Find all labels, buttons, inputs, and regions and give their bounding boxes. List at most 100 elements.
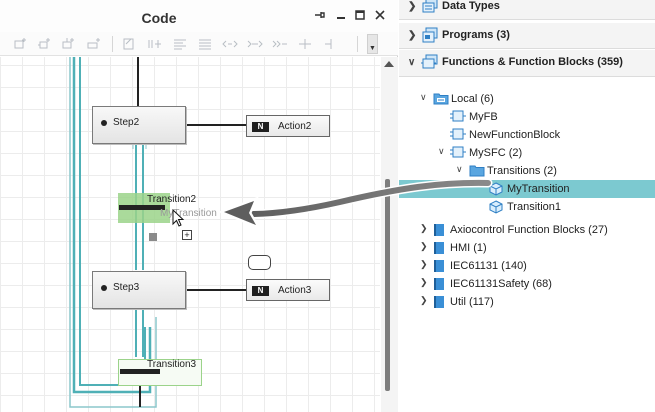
tree-node-library[interactable]: ❯ Util (117) [399,293,655,311]
function-block-icon [450,110,466,125]
toolbar-overflow-button[interactable]: ▼ [367,34,378,54]
transition-cube-icon [489,200,503,217]
split-icon[interactable] [297,36,313,52]
section-function-blocks[interactable]: ∨ Functions & Function Blocks (359) [399,50,655,77]
diagram-vertical-scrollbar[interactable] [381,57,398,412]
tree-node-mysfc[interactable]: ∨ MySFC (2) [399,144,655,162]
tree-node-label: IEC61131 (140) [450,260,527,272]
tree-node-mytransition[interactable]: MyTransition [399,180,655,198]
library-book-icon [433,259,445,276]
library-book-icon [433,277,445,294]
insert-action-icon[interactable] [121,36,137,52]
chevron-right-icon[interactable]: ❯ [420,259,428,269]
action2-label: Action2 [278,121,312,132]
step2-label: Step2 [113,117,140,128]
add-jump-icon[interactable] [86,36,102,52]
add-branch-icon[interactable] [60,36,76,52]
chevron-down-icon[interactable]: ∨ [456,164,463,174]
tree-node-label: Util (117) [450,296,494,308]
chevron-right-icon[interactable]: ❯ [408,30,417,41]
tree-node-library[interactable]: ❯ HMI (1) [399,239,655,257]
action-qualifier: N [252,286,269,296]
tree-node-library[interactable]: ❯ IEC61131Safety (68) [399,275,655,293]
distribute-icon[interactable] [197,36,213,52]
section-data-types[interactable]: ❯ Data Types [399,0,655,20]
pin-icon[interactable] [313,8,327,22]
empty-jump-shape[interactable] [248,255,271,270]
panel-title: Code [141,10,177,26]
transition2-label: Transition2 [147,194,197,205]
scrollbar-thumb[interactable] [385,179,390,391]
transition2-bar[interactable] [119,205,165,210]
drag-ghost-handle [149,233,157,241]
step3-label: Step3 [113,282,140,293]
chevron-right-icon[interactable]: ❯ [408,1,417,12]
tree-node-transitions-folder[interactable]: ∨ Transitions (2) [399,162,655,180]
section-programs[interactable]: ❯ Programs (3) [399,23,655,49]
transition3-bar[interactable] [120,369,160,374]
tree-node-label: Axiocontrol Function Blocks (27) [450,224,608,236]
tree-node-label: Transition1 [507,201,562,213]
function-block-icon [450,128,466,143]
chevron-right-icon[interactable]: ❯ [420,295,428,305]
minimize-icon[interactable] [334,8,348,22]
sfc-block-icon [450,146,466,161]
tree-node-label: Local (6) [451,93,494,105]
add-step-icon[interactable] [12,36,28,52]
drag-ghost-label: MyTransition [160,208,217,219]
tree-node-label: HMI (1) [450,242,487,254]
jump-icon[interactable] [272,36,288,52]
tree-node-library[interactable]: ❯ Axiocontrol Function Blocks (27) [399,221,655,239]
folder-icon [469,164,485,180]
section-label: Data Types [442,0,500,12]
action3-box[interactable]: N Action3 [246,279,330,301]
tree-node-label: Transitions (2) [487,165,557,177]
section-label: Functions & Function Blocks (359) [442,56,623,68]
tree-node-newfunctionblock[interactable]: NewFunctionBlock [399,126,655,144]
library-book-icon [433,223,445,240]
function-blocks-icon [421,54,439,70]
tree-node-transition1[interactable]: Transition1 [399,198,655,216]
tree-node-myfb[interactable]: MyFB [399,108,655,126]
scroll-up-arrow-icon[interactable] [384,61,394,67]
section-label: Programs (3) [442,29,510,41]
tree-node-label: IEC61131Safety (68) [450,278,552,290]
merge-icon[interactable] [322,36,338,52]
tree-node-label: MySFC (2) [469,147,523,159]
chevron-right-icon[interactable]: ❯ [420,241,428,251]
project-tree-panel: ❯ Data Types ❯ Programs (3) ∨ Functions … [399,0,655,412]
code-toolbar [0,32,398,56]
copy-plus-icon: + [182,230,192,240]
library-book-icon [433,295,445,312]
close-icon[interactable] [373,8,387,22]
programs-icon [421,27,439,43]
step-active-dot [101,285,107,291]
chevron-right-icon[interactable]: ❯ [420,277,428,287]
convert-icon[interactable] [222,36,238,52]
mouse-cursor-icon [172,209,185,227]
tree-node-library[interactable]: ❯ IEC61131 (140) [399,257,655,275]
add-transition-icon[interactable] [36,36,52,52]
maximize-icon[interactable] [353,8,367,22]
sfc-diagram-canvas[interactable]: Step2 N Action2 Transition2 MyTransition… [0,57,380,412]
align-icon[interactable] [172,36,188,52]
chevron-down-icon[interactable]: ∨ [408,57,416,68]
data-types-icon [421,0,439,14]
step-active-dot [101,120,107,126]
tree-node-local[interactable]: ∨ Local (6) [399,90,655,108]
action2-box[interactable]: N Action2 [246,115,330,137]
library-book-icon [433,241,445,258]
move-icon[interactable] [247,36,263,52]
chevron-down-icon[interactable]: ∨ [438,146,445,156]
chevron-down-icon[interactable]: ∨ [420,92,427,102]
parallel-branch-icon[interactable] [147,36,163,52]
tree-node-label: NewFunctionBlock [469,129,561,141]
tree-node-label: MyTransition [507,183,570,195]
transition3-label: Transition3 [147,359,197,370]
code-title-bar: Code [0,0,398,32]
step2-box[interactable]: Step2 [92,106,186,144]
action3-label: Action3 [278,285,312,296]
step3-box[interactable]: Step3 [92,271,186,309]
transition-cube-icon [489,182,503,199]
chevron-right-icon[interactable]: ❯ [420,223,428,233]
